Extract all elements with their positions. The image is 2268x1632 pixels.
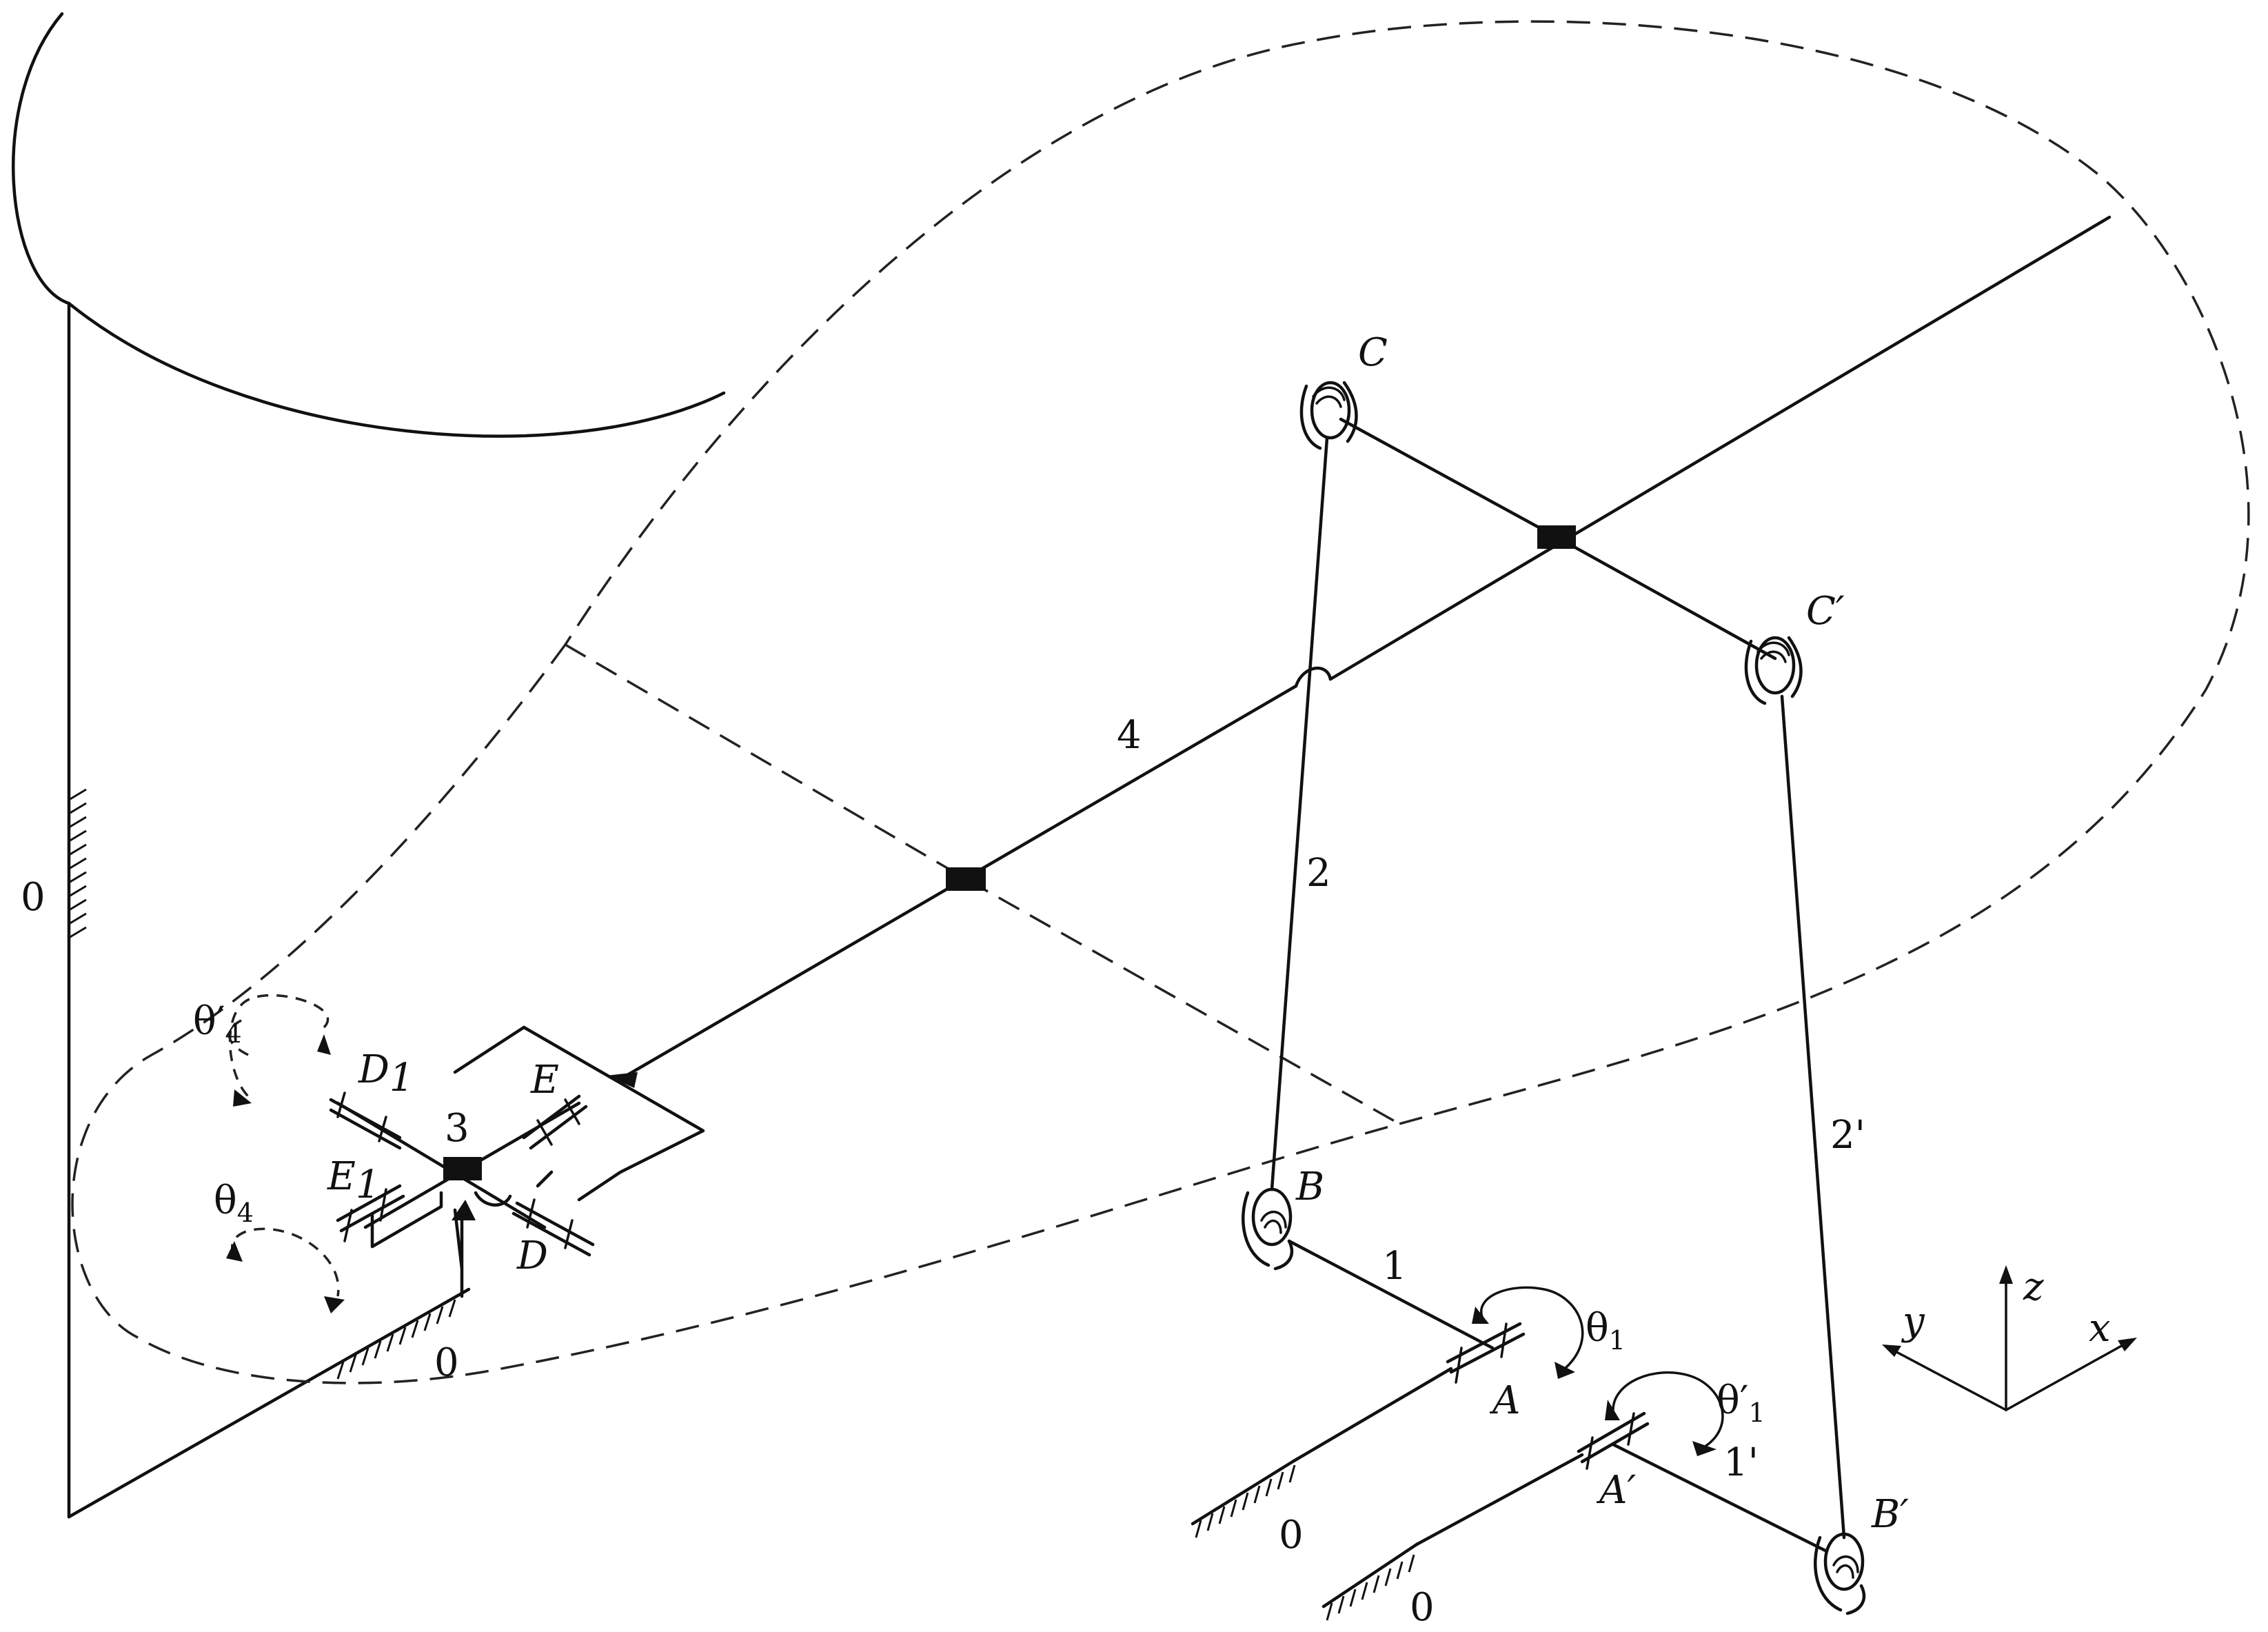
hatch-A — [1195, 1464, 1296, 1538]
joint-D1 — [329, 1091, 402, 1150]
joint-E — [522, 1094, 588, 1150]
label-E1-sub: 1 — [356, 1162, 381, 1207]
hatch-A-prime — [1326, 1554, 1415, 1621]
label-theta4-prime: θ′4 — [193, 999, 242, 1049]
label-E: E — [530, 1058, 559, 1102]
label-theta4: θ4 — [214, 1178, 254, 1228]
label-C: C — [1358, 330, 1388, 375]
label-ground-floor: 0 — [434, 1340, 459, 1385]
shaft-A-prime — [1415, 1453, 1584, 1547]
link-2-prime — [1780, 694, 1846, 1540]
theta4-arrow — [226, 1227, 345, 1313]
label-D: D — [516, 1233, 548, 1278]
spherical-joint-C-prime — [1744, 636, 1803, 705]
label-theta1: θ1 — [1586, 1306, 1626, 1356]
label-link-1: 1 — [1382, 1244, 1407, 1289]
theta4-prime-arrow — [227, 994, 331, 1107]
label-link-4: 4 — [1117, 713, 1142, 758]
link-1 — [1287, 1239, 1495, 1350]
theta1-prime-arrow — [1605, 1371, 1724, 1456]
label-ground-A-prime: 0 — [1410, 1585, 1435, 1630]
revolute-joint-A — [1446, 1322, 1526, 1384]
shaft-A — [1290, 1367, 1453, 1464]
label-A-prime: A′ — [1596, 1468, 1636, 1513]
ground-line-A-prime — [1322, 1542, 1419, 1609]
axis-label-z: z — [2023, 1265, 2044, 1309]
link-1-prime — [1611, 1442, 1829, 1553]
joint-E1 — [336, 1184, 405, 1242]
label-B: B — [1295, 1165, 1324, 1209]
coordinate-axes — [1882, 1265, 2137, 1411]
label-A: A — [1489, 1378, 1520, 1423]
wall-hatch — [68, 788, 87, 939]
ground-line-A — [1191, 1460, 1295, 1526]
label-ground-A: 0 — [1279, 1513, 1304, 1558]
label-D1-sub: 1 — [389, 1056, 414, 1100]
spherical-joint-C — [1299, 381, 1358, 450]
spherical-joint-B-prime — [1814, 1532, 1866, 1615]
theta1-arrow — [1472, 1286, 1584, 1379]
link-4 — [618, 215, 2112, 1081]
revolute-joint-A-prime — [1577, 1411, 1650, 1470]
label-D1: D1 — [358, 1047, 414, 1100]
spherical-joint-B — [1242, 1187, 1294, 1271]
label-C-prime: C′ — [1806, 589, 1845, 634]
axis-label-y: y — [1901, 1299, 1925, 1344]
workspace-envelope — [71, 20, 2250, 1384]
label-ground-wall: 0 — [21, 875, 45, 920]
joint-D — [512, 1198, 595, 1257]
label-E1: E1 — [327, 1154, 381, 1207]
label-theta1-prime: θ′1 — [1717, 1378, 1765, 1428]
wall-frame — [12, 12, 726, 1519]
label-B-prime: B′ — [1871, 1492, 1909, 1537]
label-link-3: 3 — [445, 1106, 469, 1151]
label-link-1-prime: 1' — [1723, 1440, 1759, 1485]
label-link-2: 2 — [1306, 851, 1331, 896]
axis-label-x: x — [2089, 1306, 2111, 1351]
label-link-2-prime: 2' — [1830, 1113, 1865, 1158]
floor-hatch — [336, 1299, 456, 1380]
link-2 — [1270, 436, 1329, 1191]
